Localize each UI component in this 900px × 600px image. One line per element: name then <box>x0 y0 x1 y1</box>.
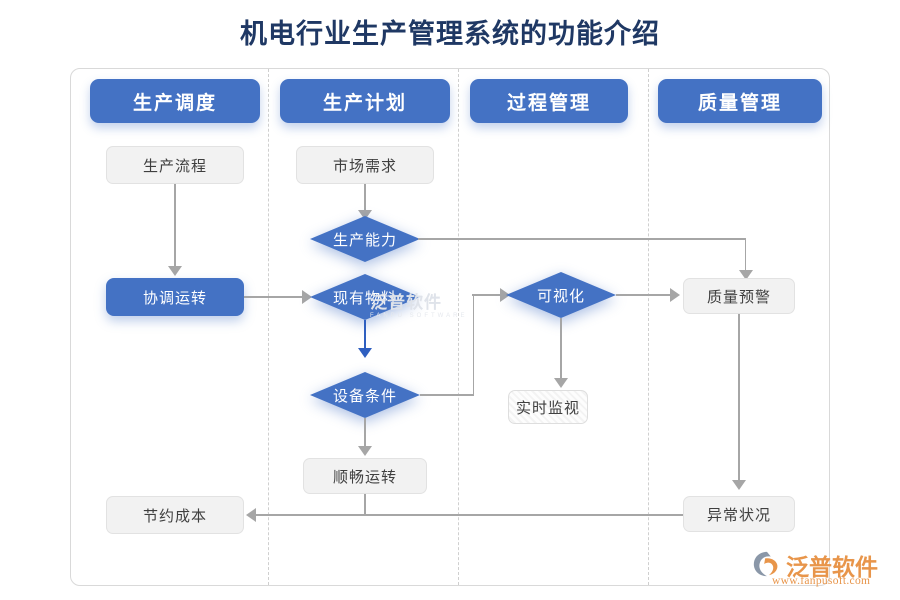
node-smooth-operation[interactable]: 顺畅运转 <box>303 458 427 494</box>
edge-arrow-equipment-to-visual <box>500 288 510 302</box>
edge-line-capacity-to-alert-h <box>418 238 746 240</box>
edge-arrow-material-to-equipment <box>358 348 372 358</box>
edge-line-alert-to-abnormal <box>738 314 740 482</box>
edge-line-process-to-coordinate <box>174 184 176 268</box>
brand-name: 泛普软件 <box>786 555 878 580</box>
column-divider-3 <box>648 69 649 585</box>
node-label: 可视化 <box>536 287 585 305</box>
edge-arrow-coordinate-to-material <box>302 290 312 304</box>
column-header-process-management[interactable]: 过程管理 <box>470 79 628 123</box>
page-title: 机电行业生产管理系统的功能介绍 <box>240 19 660 49</box>
edge-line-equipment-to-visual-v <box>472 295 475 395</box>
node-production-process[interactable]: 生产流程 <box>106 146 244 184</box>
column-header-label: 质量管理 <box>697 92 782 114</box>
node-label: 节约成本 <box>142 507 207 525</box>
node-realtime-monitoring[interactable]: 实时监视 <box>508 390 588 424</box>
edge-line-capacity-to-alert-v <box>744 238 747 272</box>
edge-line-equipment-to-visual-h2 <box>472 294 502 296</box>
column-header-production-plan[interactable]: 生产计划 <box>280 79 450 123</box>
node-abnormal-status[interactable]: 异常状况 <box>683 496 795 532</box>
node-market-demand[interactable]: 市场需求 <box>296 146 434 184</box>
brand-logo: 泛普软件 www.fanpusoft.com <box>752 548 894 594</box>
column-header-label: 生产计划 <box>322 92 407 114</box>
node-label: 生产能力 <box>332 231 397 249</box>
brand-url: www.fanpusoft.com <box>772 575 871 587</box>
column-header-production-scheduling[interactable]: 生产调度 <box>90 79 260 123</box>
edge-line-visual-to-alert <box>616 294 672 296</box>
edge-arrow-alert-to-abnormal <box>732 480 746 490</box>
node-label: 现有物料 <box>332 289 397 307</box>
node-label: 设备条件 <box>332 387 397 405</box>
node-label: 市场需求 <box>332 157 397 175</box>
node-quality-alert[interactable]: 质量预警 <box>683 278 795 314</box>
edge-arrow-process-to-coordinate <box>168 266 182 276</box>
fanpu-swoosh-icon <box>753 551 778 577</box>
edge-arrow-demand-to-capacity <box>358 210 372 220</box>
edge-arrow-abnormal-to-cost <box>246 508 256 522</box>
edge-line-smooth-to-trunk <box>364 494 366 515</box>
node-label: 顺畅运转 <box>332 468 397 486</box>
node-coordinated-operation[interactable]: 协调运转 <box>106 278 244 316</box>
edge-line-demand-to-capacity <box>364 184 366 212</box>
node-equipment-condition[interactable]: 设备条件 <box>310 372 420 418</box>
edge-arrow-visual-to-alert <box>670 288 680 302</box>
node-label: 实时监视 <box>515 399 580 417</box>
edge-line-visual-to-monitor <box>560 318 562 380</box>
node-label: 质量预警 <box>706 288 771 306</box>
column-header-label: 生产调度 <box>132 92 217 114</box>
node-cost-saving[interactable]: 节约成本 <box>106 496 244 534</box>
node-label: 生产流程 <box>142 157 207 175</box>
edge-line-abnormal-to-cost <box>256 514 683 516</box>
column-divider-1 <box>268 69 269 585</box>
edge-line-material-to-equipment <box>363 320 367 350</box>
node-production-capacity[interactable]: 生产能力 <box>310 216 420 262</box>
node-visualization[interactable]: 可视化 <box>506 272 616 318</box>
edge-line-coordinate-to-material <box>244 296 304 298</box>
column-header-label: 过程管理 <box>506 92 591 114</box>
edge-arrow-equipment-to-smooth <box>358 446 372 456</box>
edge-arrow-capacity-to-alert <box>738 270 753 280</box>
edge-line-equipment-to-smooth <box>364 418 366 448</box>
node-label: 异常状况 <box>706 506 771 524</box>
node-existing-material[interactable]: 现有物料 <box>310 274 420 320</box>
node-label: 协调运转 <box>142 289 207 307</box>
column-divider-2 <box>458 69 459 585</box>
edge-line-equipment-to-visual-h1 <box>420 394 474 396</box>
edge-arrow-visual-to-monitor <box>554 378 568 388</box>
column-header-quality-management[interactable]: 质量管理 <box>658 79 822 123</box>
